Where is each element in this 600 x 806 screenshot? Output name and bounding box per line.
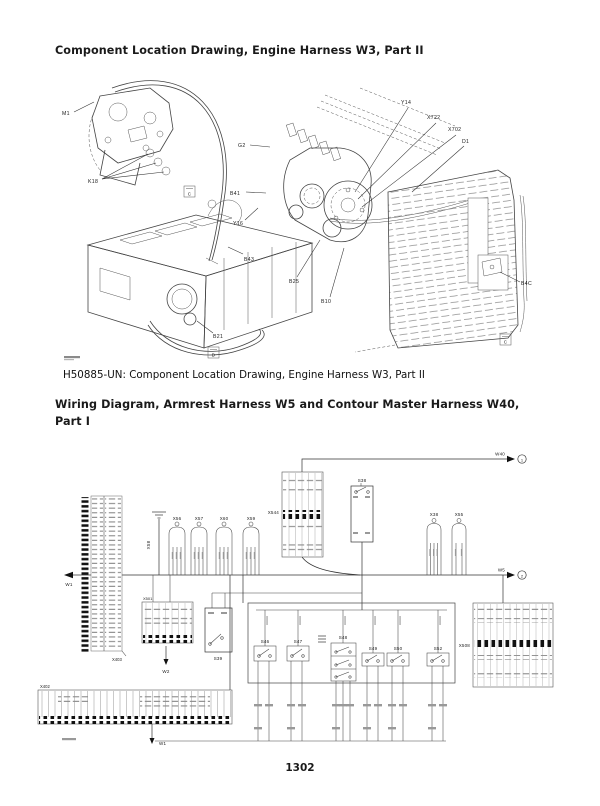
label-view-d: D bbox=[212, 353, 216, 358]
label-x59: X59 bbox=[247, 516, 256, 521]
label-y14: Y14 bbox=[401, 100, 411, 106]
label-w1-bottom: W1 bbox=[159, 741, 166, 746]
connector-x56: X56 bbox=[168, 516, 186, 575]
label-x544: X544 bbox=[268, 510, 280, 515]
connector-x59: X59 bbox=[242, 516, 260, 575]
label-x58: X58 bbox=[146, 540, 151, 549]
label-b25: B25 bbox=[289, 279, 299, 285]
connector-x55: X55 bbox=[451, 512, 467, 575]
label-s52: S52 bbox=[434, 646, 443, 651]
figure-wiring-diagram: W1 2 W5 1 W40 X403 bbox=[37, 452, 554, 746]
label-s48: S48 bbox=[339, 635, 348, 640]
label-s47: S47 bbox=[294, 639, 303, 644]
label-s46: S46 bbox=[261, 639, 270, 644]
label-s39: S39 bbox=[214, 656, 223, 661]
label-d1: D1 bbox=[462, 139, 469, 145]
connector-x403: X403 bbox=[80, 495, 127, 662]
leader-lines bbox=[73, 101, 521, 334]
label-view-c2: C bbox=[504, 340, 508, 345]
label-s50: S50 bbox=[394, 646, 403, 651]
label-g2: G2 bbox=[238, 143, 246, 149]
switch-s39: S39 bbox=[204, 592, 362, 661]
label-x702: X702 bbox=[448, 127, 461, 133]
section-heading-1: Component Location Drawing, Engine Harne… bbox=[55, 44, 424, 57]
connector-x501: X501 W2 bbox=[141, 575, 194, 674]
label-b41: B41 bbox=[230, 191, 240, 197]
label-y16: Y16 bbox=[233, 221, 243, 227]
switch-s38: S38 bbox=[350, 478, 374, 610]
label-x403: X403 bbox=[112, 657, 122, 662]
figure-component-location-drawing: M1 K18 G2 B41 Y16 B43 B25 B10 B21 Y14 X7… bbox=[62, 80, 532, 361]
separator-panel-drawing bbox=[354, 169, 528, 353]
alternator-drawing bbox=[88, 87, 174, 186]
label-w5: W5 bbox=[498, 568, 505, 573]
connector-x544: X544 bbox=[268, 471, 361, 576]
label-x56: X56 bbox=[173, 516, 182, 521]
node-1: 1 bbox=[521, 457, 524, 462]
label-w2: W2 bbox=[162, 669, 169, 674]
connector-x60: X60 bbox=[215, 516, 233, 575]
label-s38: S38 bbox=[358, 478, 367, 483]
image-id-watermark-2 bbox=[62, 738, 76, 741]
label-b43: B43 bbox=[244, 257, 254, 263]
control-box-wire-tags bbox=[254, 704, 447, 730]
label-x508: X508 bbox=[459, 643, 471, 648]
connector-x57: X57 bbox=[190, 516, 208, 575]
node-2: 2 bbox=[521, 573, 524, 578]
engine-block-drawing bbox=[86, 199, 314, 356]
label-x38: X38 bbox=[430, 512, 439, 517]
wire-w40: 1 W40 bbox=[301, 452, 527, 473]
label-s49: S49 bbox=[369, 646, 378, 651]
label-m1: M1 bbox=[62, 111, 70, 117]
figure-caption: H50885-UN: Component Location Drawing, E… bbox=[63, 369, 425, 381]
connector-x58: X58 bbox=[146, 511, 166, 575]
label-b10: B10 bbox=[321, 299, 331, 305]
control-box: S46 S47 S48 S49 S50 bbox=[247, 602, 456, 684]
label-w40: W40 bbox=[495, 452, 505, 457]
section-heading-2: Wiring Diagram, Armrest Harness W5 and C… bbox=[55, 398, 520, 429]
image-id-watermark bbox=[64, 356, 80, 361]
label-x402: X402 bbox=[40, 684, 50, 689]
engine-front-drawing bbox=[283, 87, 471, 242]
connector-x402: X402 W1 bbox=[37, 684, 233, 746]
label-x55: X55 bbox=[455, 512, 464, 517]
main-bus-w5: W1 2 W5 bbox=[64, 568, 527, 587]
connector-x38: X38 bbox=[426, 512, 442, 575]
label-w1-left: W1 bbox=[65, 582, 72, 587]
label-b4c: B4C bbox=[521, 281, 532, 287]
view-reference-boxes: C D C bbox=[183, 185, 512, 359]
hose-drawing bbox=[111, 80, 227, 265]
label-x57: X57 bbox=[195, 516, 204, 521]
label-x501: X501 bbox=[143, 596, 153, 601]
label-b21: B21 bbox=[213, 334, 223, 340]
label-x60: X60 bbox=[220, 516, 229, 521]
page-number: 1302 bbox=[285, 762, 315, 774]
connector-x508: X508 bbox=[459, 602, 554, 688]
label-k18: K18 bbox=[88, 179, 98, 185]
label-x722: X722 bbox=[427, 115, 440, 121]
label-view-c1: C bbox=[188, 192, 192, 197]
